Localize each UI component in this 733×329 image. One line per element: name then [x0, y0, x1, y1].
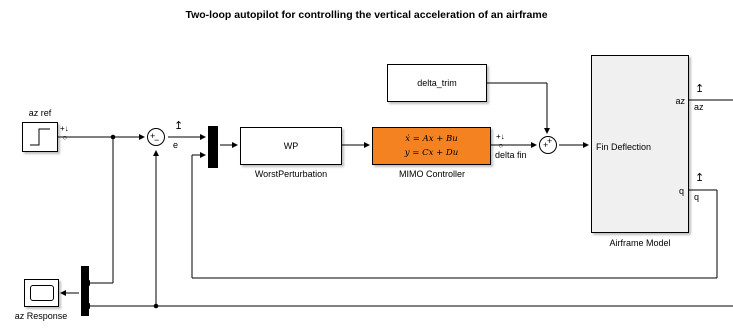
signal-label-az: az — [694, 102, 704, 112]
test-point-az-ref: +↓ ○ — [60, 124, 69, 142]
plus-sign-top: + — [547, 136, 553, 146]
delta-trim-block[interactable]: delta_trim — [387, 64, 487, 102]
test-point-e-icon: ↥ — [174, 120, 184, 132]
scope-block[interactable] — [24, 279, 59, 307]
sum-block-error[interactable]: + − — [147, 128, 165, 146]
step-icon — [30, 128, 50, 146]
airframe-model-block[interactable]: Fin Deflection az q — [591, 55, 689, 233]
output-equation: y = Cx + Du — [404, 148, 459, 158]
sum-block-fin[interactable]: + + — [539, 136, 557, 154]
airframe-output-port-az: az — [675, 96, 685, 106]
minus-sign: − — [154, 135, 160, 145]
airframe-caption: Airframe Model — [609, 238, 671, 248]
test-point-delta-fin: +↓ ○ — [496, 132, 505, 150]
wp-caption: WorstPerturbation — [254, 169, 328, 179]
step-block[interactable] — [22, 122, 58, 152]
worst-perturbation-block[interactable]: WP — [240, 127, 342, 165]
test-point-az-icon: ↥ — [695, 83, 705, 95]
signal-label-q: q — [694, 192, 700, 202]
signal-label-delta-fin: delta fin — [495, 150, 527, 160]
diagram-title: Two-loop autopilot for controlling the v… — [185, 9, 548, 21]
plus-sign-left: + — [543, 140, 549, 150]
scope-caption: az Response — [14, 311, 68, 321]
scope-screen-icon — [30, 285, 54, 301]
airframe-output-port-q: q — [678, 186, 684, 196]
delta-trim-label: delta_trim — [417, 78, 457, 88]
signal-label-e: e — [173, 140, 179, 150]
wp-block-label: WP — [283, 141, 299, 151]
mux-block-scope[interactable] — [81, 266, 89, 316]
state-equation: ẋ = Ax + Bu — [405, 134, 458, 144]
controller-caption: MIMO Controller — [398, 169, 465, 179]
az-ref-label: az ref — [28, 108, 52, 118]
test-point-q-icon: ↥ — [695, 172, 705, 184]
plus-sign: + — [150, 131, 156, 141]
mux-block-input[interactable] — [208, 126, 218, 168]
mimo-controller-block[interactable]: ẋ = Ax + Bu y = Cx + Du — [372, 127, 491, 165]
airframe-input-port-label: Fin Deflection — [596, 142, 652, 152]
